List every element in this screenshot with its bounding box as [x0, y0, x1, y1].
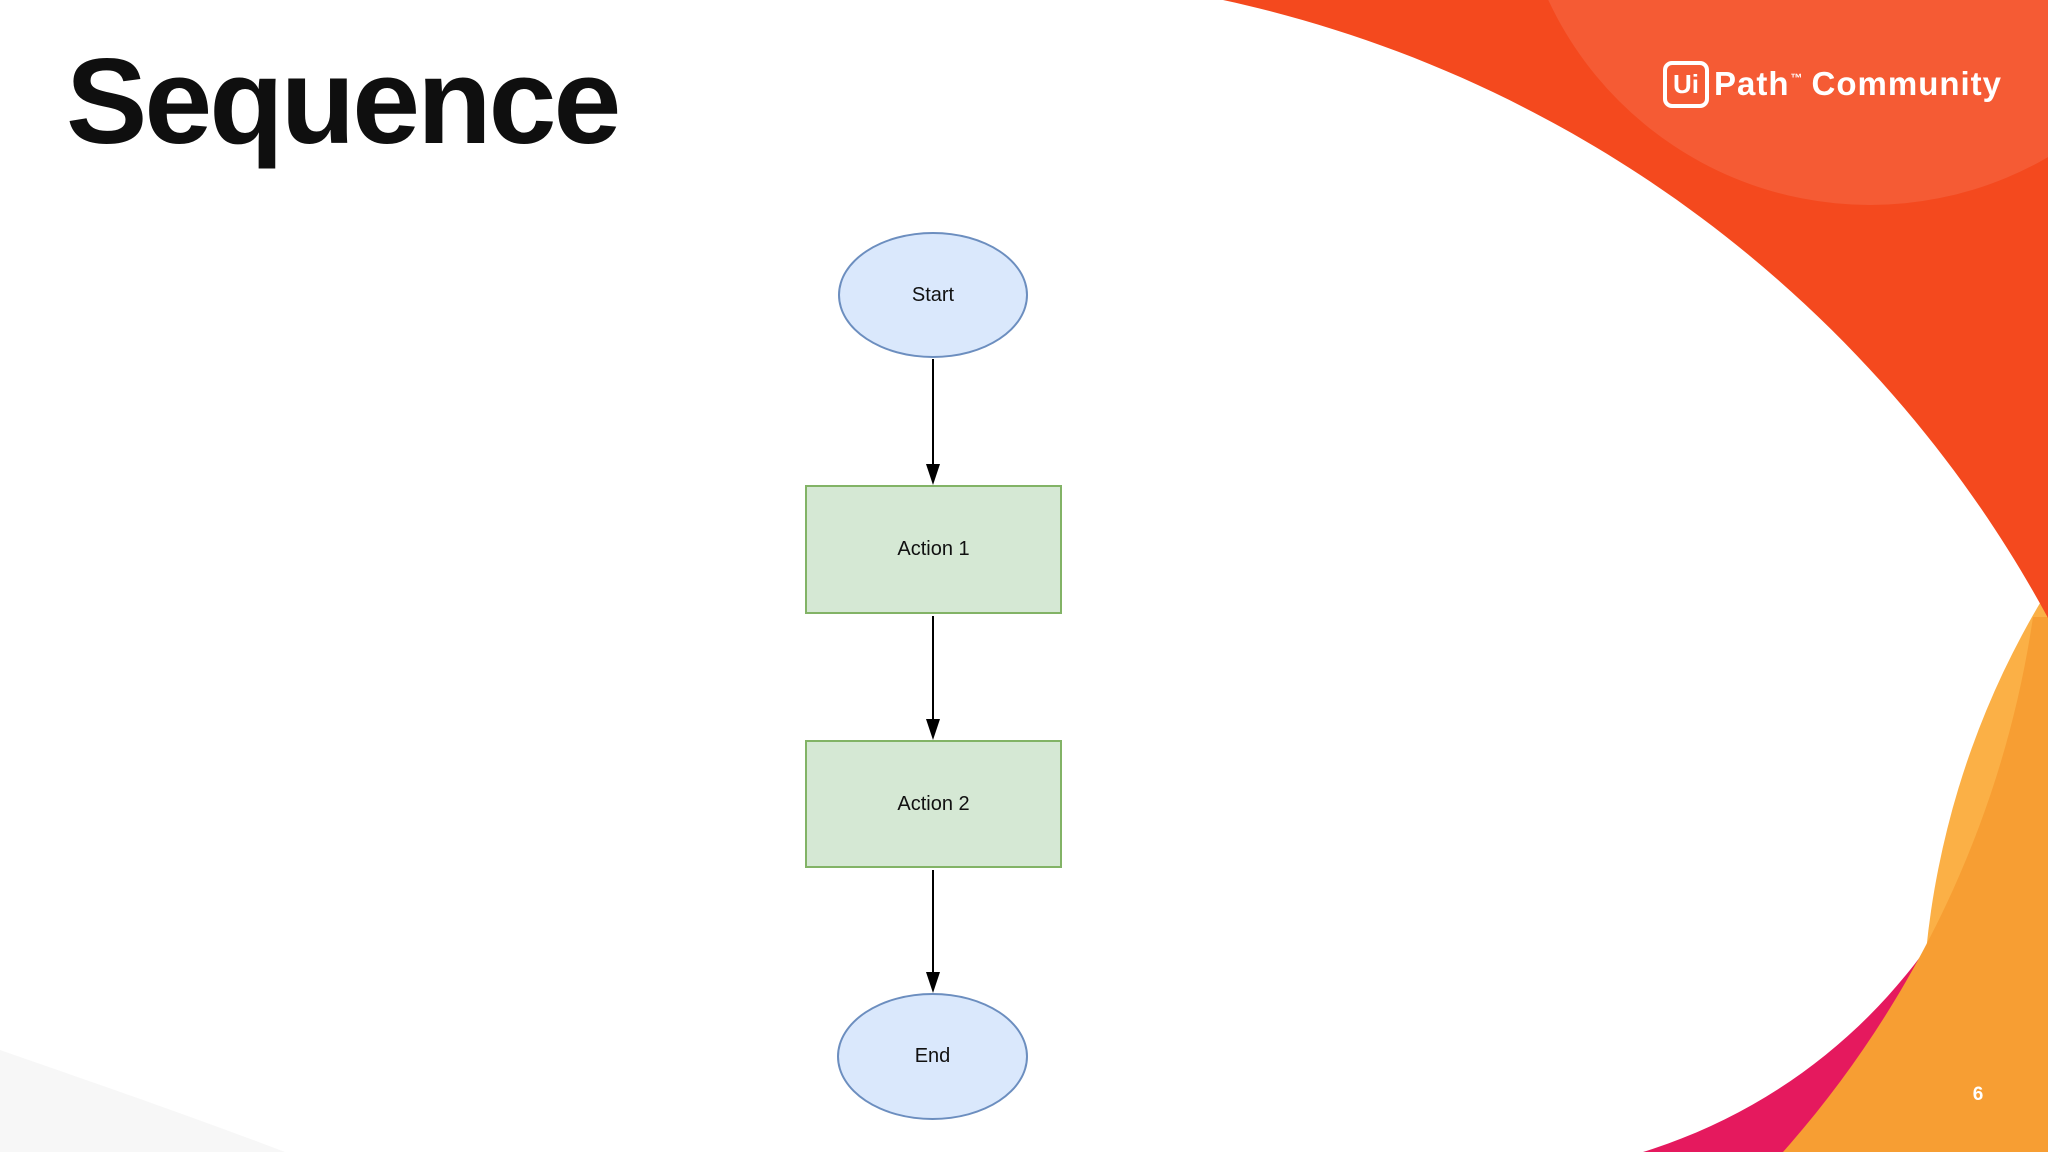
uipath-wordmark: Path ™ Community [1714, 65, 2002, 103]
flow-node-end: End [837, 993, 1028, 1120]
trademark-symbol: ™ [1790, 71, 1803, 85]
flow-node-action2: Action 2 [805, 740, 1062, 868]
flow-arrowheads [926, 464, 940, 993]
red-curve-shape [1223, 0, 2048, 618]
flow-node-start: Start [838, 232, 1028, 358]
arrowhead-icon [926, 972, 940, 993]
gray-corner-shape [0, 1050, 285, 1152]
uipath-community-logo: Ui Path ™ Community [1663, 60, 2002, 108]
arrowhead-icon [926, 464, 940, 485]
uipath-logo-icon: Ui [1663, 60, 1709, 108]
page-number: 6 [1972, 1084, 1984, 1105]
flow-node-label: Action 1 [897, 538, 970, 560]
flow-node-label: Start [911, 283, 955, 306]
flow-node-label: Action 2 [897, 792, 970, 815]
flow-node-label: End [914, 1045, 951, 1067]
page-title: Sequence [66, 33, 621, 169]
arrowhead-icon [926, 719, 940, 740]
logo-community-text: Community [1811, 65, 2003, 102]
flow-node-action1: Action 1 [805, 485, 1062, 614]
logo-path-text: Path [1714, 65, 1790, 102]
amber-curve-shape [1783, 617, 2048, 1152]
uipath-logo-ui-text: Ui [1673, 68, 1699, 99]
